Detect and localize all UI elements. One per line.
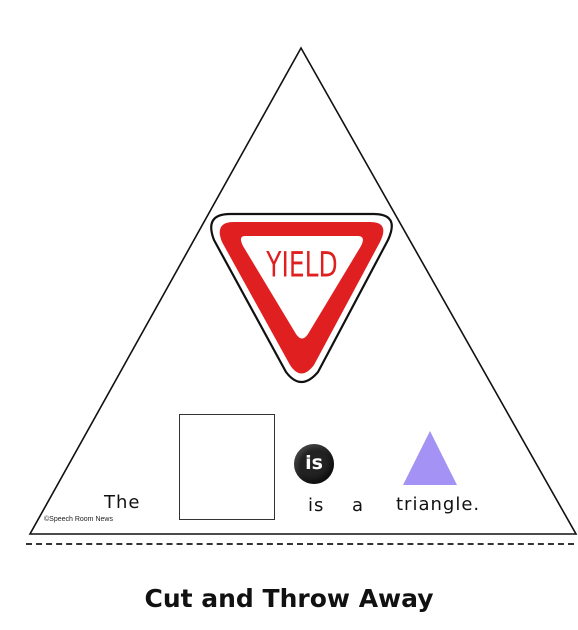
cut-instruction: Cut and Throw Away bbox=[144, 584, 434, 613]
triangle-icon bbox=[403, 431, 457, 485]
yield-text: YIELD bbox=[265, 245, 337, 285]
sentence-word-the: The bbox=[104, 492, 141, 513]
sentence-word-is: is bbox=[308, 495, 325, 516]
copyright-notice: ©Speech Room News bbox=[44, 516, 113, 523]
dashed-cut-line[interactable] bbox=[26, 543, 574, 545]
sentence-word-a: a bbox=[352, 495, 365, 516]
sentence-word-triangle: triangle. bbox=[396, 494, 481, 515]
answer-blank-box[interactable] bbox=[179, 414, 275, 520]
is-badge-icon: is bbox=[294, 444, 334, 484]
